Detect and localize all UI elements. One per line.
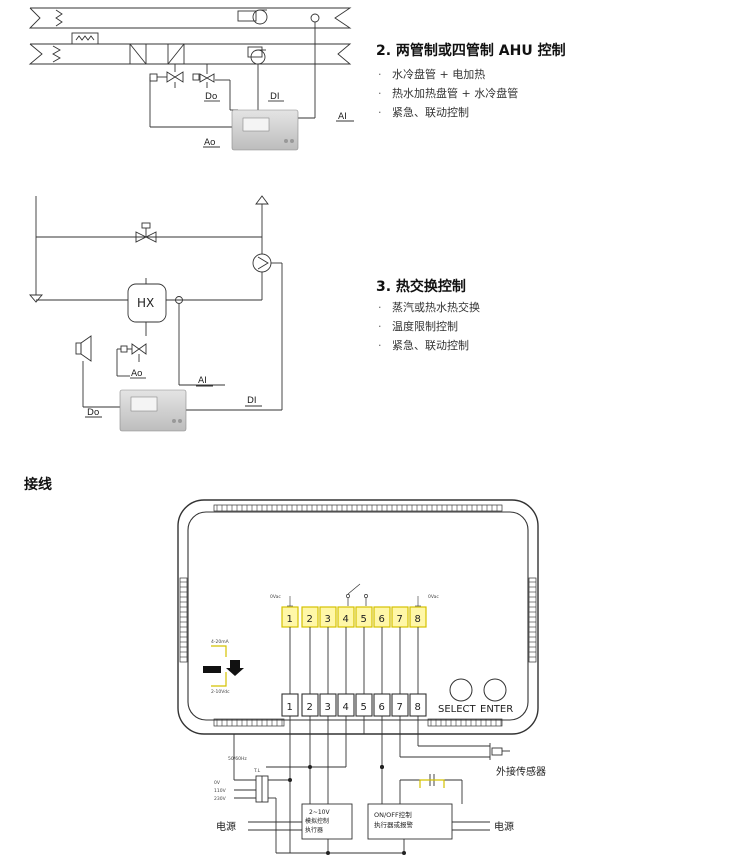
section2-bullets: ·水冷盘管 + 电加热 ·热水加热盘管 + 水冷盘管 ·紧急、联动控制 — [378, 65, 518, 122]
analog-box-line: 模拟控制 — [305, 817, 329, 825]
list-item: ·紧急、联动控制 — [378, 339, 469, 352]
list-item: ·热水加热盘管 + 水冷盘管 — [378, 87, 519, 100]
sensor-probe-icon — [491, 747, 503, 756]
terminal-top-label: 6 — [379, 614, 385, 625]
wiring-diagram: 1 2 3 4 5 6 7 8 1 2 3 4 5 6 7 8 0Vac 0Vac 4-20mA 2-10V… — [177, 499, 546, 855]
terminal-top-label: 1 — [287, 614, 293, 625]
valve-icon — [120, 343, 147, 355]
list-item: ·蒸汽或热水热交换 — [378, 301, 480, 314]
arrow-down-icon — [29, 294, 43, 303]
enter-label: ENTER — [480, 704, 513, 715]
alarm-speaker-icon — [75, 335, 92, 362]
hx-diagram — [29, 195, 283, 418]
select-button[interactable] — [449, 678, 473, 702]
ahu-diagram — [28, 7, 354, 148]
label-do: Do — [87, 408, 100, 418]
list-item: ·水冷盘管 + 电加热 — [378, 68, 486, 81]
label-0vac: 0Vac — [428, 594, 439, 600]
label-ai: AI — [198, 376, 207, 386]
coil-icon — [129, 43, 147, 65]
onoff-actuator-box — [367, 803, 453, 840]
label-4-20ma: 4-20mA — [211, 639, 230, 645]
label-2-10vdc: 2-10Vdc — [211, 689, 230, 695]
terminal-bottom-label: 6 — [379, 702, 385, 713]
terminal-top-label: 2 — [307, 614, 313, 625]
controller-unit — [119, 389, 187, 432]
label-di: DI — [270, 92, 280, 102]
terminal-top-label: 4 — [343, 614, 349, 625]
list-item: ·紧急、联动控制 — [378, 106, 469, 119]
label-hx: HX — [137, 296, 154, 310]
valve-icon — [192, 64, 215, 83]
onoff-box-line: ON/OFF控制 — [374, 810, 412, 819]
wiring-title: 接线 — [24, 477, 52, 493]
analog-actuator-box — [301, 803, 353, 840]
arrow-up-icon — [255, 195, 269, 205]
label-50-60hz: 50/60Hz — [228, 756, 247, 762]
filter-icon — [52, 45, 61, 63]
terminal-bottom-label: 4 — [343, 702, 349, 713]
label-ao: Ao — [204, 138, 216, 148]
enter-button[interactable] — [483, 678, 507, 702]
onoff-box-line: 执行器或报警 — [374, 820, 414, 829]
valve-icon — [149, 64, 184, 83]
label-0v: 0V — [214, 780, 221, 786]
sensor-label: 外接传感器 — [496, 765, 546, 778]
terminal-bottom-label: 2 — [307, 702, 313, 713]
section2-title: 2. 两管制或四管制 AHU 控制 — [376, 43, 566, 59]
terminal-bottom-label: 7 — [397, 702, 403, 713]
analog-box-line: 2~10V — [309, 809, 330, 816]
heater-icon — [71, 32, 99, 45]
terminal-bottom-label: 5 — [361, 702, 367, 713]
terminal-bottom-label: 8 — [415, 702, 421, 713]
label-di: DI — [247, 396, 257, 406]
fan-icon — [237, 9, 268, 25]
power-label-right: 电源 — [494, 820, 514, 833]
relay-switch-icon — [346, 583, 368, 606]
analog-box-line: 执行器 — [305, 826, 323, 834]
controller-unit — [231, 109, 299, 151]
label-0vac: 0Vac — [270, 594, 281, 600]
power-label-left: 电源 — [216, 820, 236, 833]
list-item: ·温度限制控制 — [378, 320, 458, 333]
section3-title: 3. 热交换控制 — [376, 279, 466, 295]
coil-icon — [167, 43, 185, 65]
label-ai: AI — [338, 112, 347, 122]
terminal-top-label: 5 — [361, 614, 367, 625]
filter-icon — [55, 9, 63, 27]
terminal-bottom-label: 3 — [325, 702, 331, 713]
sensor-icon — [175, 296, 183, 304]
terminal-top-label: 7 — [397, 614, 403, 625]
fan-icon — [247, 46, 266, 65]
sensor-icon — [310, 13, 320, 23]
label-do: Do — [205, 92, 218, 102]
heat-exchanger-icon — [127, 283, 167, 323]
terminal-top-label: 8 — [415, 614, 421, 625]
section3-bullets: ·蒸汽或热水热交换 ·温度限制控制 ·紧急、联动控制 — [378, 298, 480, 355]
valve-icon — [135, 222, 157, 243]
label-230v: 230V — [214, 796, 227, 802]
label-ao: Ao — [131, 369, 143, 379]
label-110v: 110V — [214, 788, 227, 794]
arrow-down-icon — [226, 660, 244, 676]
select-label: SELECT — [438, 704, 477, 715]
label-tl: T.L — [253, 768, 261, 774]
terminal-top-label: 3 — [325, 614, 331, 625]
terminal-bottom-label: 1 — [287, 702, 293, 713]
